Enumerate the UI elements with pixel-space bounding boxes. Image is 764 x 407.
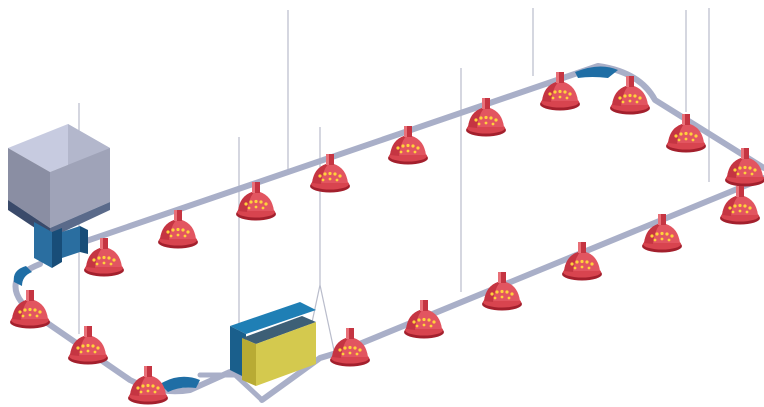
feeder-pan-icon (642, 214, 682, 253)
feeder-pan-icon (388, 126, 428, 165)
feeder-pan-icon (540, 72, 580, 111)
feeder-pan-icon (466, 98, 506, 137)
feeder-pan-icon (128, 366, 168, 405)
feed-hopper (8, 124, 110, 268)
corner-cap (575, 66, 618, 78)
hanger-wires (78, 8, 710, 380)
feeder-pan-icon (725, 148, 764, 187)
corner-cap (13, 266, 32, 286)
feeder-pan-icon (404, 300, 444, 339)
feeder-pans (10, 72, 764, 405)
feeder-pan-icon (84, 238, 124, 277)
drive-unit (230, 302, 316, 386)
corner-cap (160, 376, 200, 392)
feeder-pan-icon (666, 114, 706, 153)
feeder-pan-icon (330, 328, 370, 367)
feeder-pan-icon (68, 326, 108, 365)
